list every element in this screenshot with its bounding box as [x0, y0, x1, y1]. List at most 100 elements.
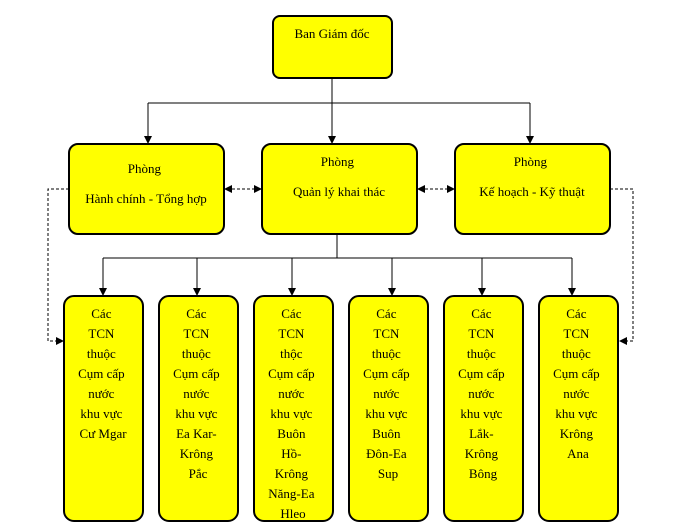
dept-label-quan-ly: Phòng Quản lý khai thác	[293, 154, 385, 199]
dept-label-line: Quản lý khai thác	[293, 184, 385, 199]
arrow-head-unit-4	[388, 288, 396, 296]
director-node: Ban Giám đốc	[272, 15, 393, 79]
unit-label-line: Đôn-Ea	[366, 446, 407, 461]
unit-box-buon-ho	[253, 295, 334, 522]
unit-label-line: Các	[376, 306, 396, 321]
unit-node-buon-don: Các TCN thuộc Cụm cấp nước khu vực Buôn …	[348, 295, 429, 522]
arrow-head-hc-ql-right	[254, 185, 262, 193]
unit-label-line: nước	[468, 386, 494, 401]
unit-label-buon-don: Các TCN thuộc Cụm cấp nước khu vực Buôn …	[363, 306, 413, 481]
unit-label-line: nước	[183, 386, 209, 401]
dept-label-line: Hành chính - Tổng hợp	[85, 191, 206, 206]
unit-label-line: thuộc	[87, 346, 116, 361]
dept-box-hanh-chinh	[68, 143, 225, 235]
unit-label-line: TCN	[183, 326, 210, 341]
director-box	[272, 15, 393, 79]
unit-label-buon-ho: Các TCN thộc Cụm cấp nước khu vực Buôn H…	[268, 306, 318, 521]
unit-label-cu-mgar: Các TCN thuộc Cụm cấp nước khu vực Cư Mg…	[78, 306, 128, 441]
unit-label-line: nước	[88, 386, 114, 401]
unit-label-line: Buôn	[372, 426, 401, 441]
unit-label-lak: Các TCN thuộc Cụm cấp nước khu vực Lắk- …	[458, 306, 508, 481]
unit-label-line: Các	[471, 306, 491, 321]
unit-label-line: Ea Kar-	[176, 426, 217, 441]
unit-label-line: thộc	[280, 346, 303, 361]
unit-label-line: khu vực	[460, 406, 502, 421]
unit-label-krong-ana: Các TCN thuộc Cụm cấp nước khu vực Krông…	[553, 306, 603, 461]
unit-label-line: Hồ-	[281, 446, 301, 461]
arrow-head-unit-5	[478, 288, 486, 296]
unit-label-line: thuộc	[372, 346, 401, 361]
unit-box-cu-mgar	[63, 295, 144, 522]
unit-label-line: Pắc	[189, 466, 208, 481]
unit-label-line: nước	[373, 386, 399, 401]
arrow-head-unit-2	[193, 288, 201, 296]
unit-label-line: Ana	[567, 446, 589, 461]
dept-box-quan-ly	[261, 143, 418, 235]
unit-label-line: Năng-Ea	[268, 486, 314, 501]
arrow-head-ql-kh-left	[417, 185, 425, 193]
arrow-head-side-left	[56, 337, 64, 345]
unit-label-line: khu vực	[80, 406, 122, 421]
unit-label-line: khu vực	[555, 406, 597, 421]
unit-label-line: TCN	[468, 326, 495, 341]
unit-label-line: Buôn	[277, 426, 306, 441]
unit-label-line: nước	[278, 386, 304, 401]
connectors	[47, 78, 634, 345]
dept-label-hanh-chinh: Phòng Hành chính - Tổng hợp	[85, 161, 206, 206]
unit-node-krong-ana: Các TCN thuộc Cụm cấp nước khu vực Krông…	[538, 295, 619, 522]
unit-label-line: Các	[566, 306, 586, 321]
unit-label-line: khu vực	[175, 406, 217, 421]
arrow-head-dept-kh	[526, 136, 534, 144]
unit-node-lak: Các TCN thuộc Cụm cấp nước khu vực Lắk- …	[443, 295, 524, 522]
unit-label-line: Các	[281, 306, 301, 321]
unit-node-cu-mgar: Các TCN thuộc Cụm cấp nước khu vực Cư Mg…	[63, 295, 144, 522]
unit-box-lak	[443, 295, 524, 522]
unit-label-line: TCN	[563, 326, 590, 341]
unit-label-line: Krông	[275, 466, 309, 481]
dept-label-line: Phòng	[514, 154, 548, 169]
unit-label-line: khu vực	[365, 406, 407, 421]
arrow-head-unit-6	[568, 288, 576, 296]
unit-label-line: Cụm cấp	[78, 366, 125, 381]
unit-label-line: Krông	[180, 446, 214, 461]
unit-label-line: Cụm cấp	[268, 366, 315, 381]
unit-label-line: Cư Mgar	[79, 426, 127, 441]
unit-label-line: TCN	[373, 326, 400, 341]
unit-label-line: Sup	[378, 466, 398, 481]
unit-label-line: Các	[91, 306, 111, 321]
director-label: Ban Giám đốc	[294, 26, 369, 41]
unit-label-line: thuộc	[562, 346, 591, 361]
unit-box-krong-ana	[538, 295, 619, 522]
unit-label-line: khu vực	[270, 406, 312, 421]
unit-label-line: nước	[563, 386, 589, 401]
director-label-line: Ban Giám đốc	[294, 26, 369, 41]
unit-label-line: TCN	[278, 326, 305, 341]
arrow-head-dept-hc	[144, 136, 152, 144]
unit-node-buon-ho: Các TCN thộc Cụm cấp nước khu vực Buôn H…	[253, 295, 334, 522]
dept-box-ke-hoach	[454, 143, 611, 235]
unit-label-ea-kar: Các TCN thuộc Cụm cấp nước khu vực Ea Ka…	[173, 306, 223, 481]
dashed-side-link-right	[610, 188, 634, 342]
arrow-head-ql-kh-right	[447, 185, 455, 193]
unit-box-buon-don	[348, 295, 429, 522]
unit-label-line: Krông	[560, 426, 594, 441]
unit-label-line: Cụm cấp	[553, 366, 600, 381]
dept-label-line: Phòng	[128, 161, 162, 176]
unit-label-line: TCN	[88, 326, 115, 341]
unit-label-line: Hleo	[280, 506, 305, 521]
dept-label-line: Phòng	[321, 154, 355, 169]
arrow-head-unit-3	[288, 288, 296, 296]
unit-box-ea-kar	[158, 295, 239, 522]
dept-node-hanh-chinh: Phòng Hành chính - Tổng hợp	[68, 143, 225, 235]
unit-label-line: Cụm cấp	[173, 366, 220, 381]
unit-label-line: Các	[186, 306, 206, 321]
unit-label-line: Krông	[465, 446, 499, 461]
dept-node-quan-ly: Phòng Quản lý khai thác	[261, 143, 418, 235]
dept-node-ke-hoach: Phòng Kế hoạch - Kỹ thuật	[454, 143, 611, 235]
arrow-head-hc-ql-left	[224, 185, 232, 193]
unit-label-line: thuộc	[467, 346, 496, 361]
arrow-head-side-right	[619, 337, 627, 345]
unit-label-line: Bông	[469, 466, 498, 481]
arrow-head-unit-1	[99, 288, 107, 296]
